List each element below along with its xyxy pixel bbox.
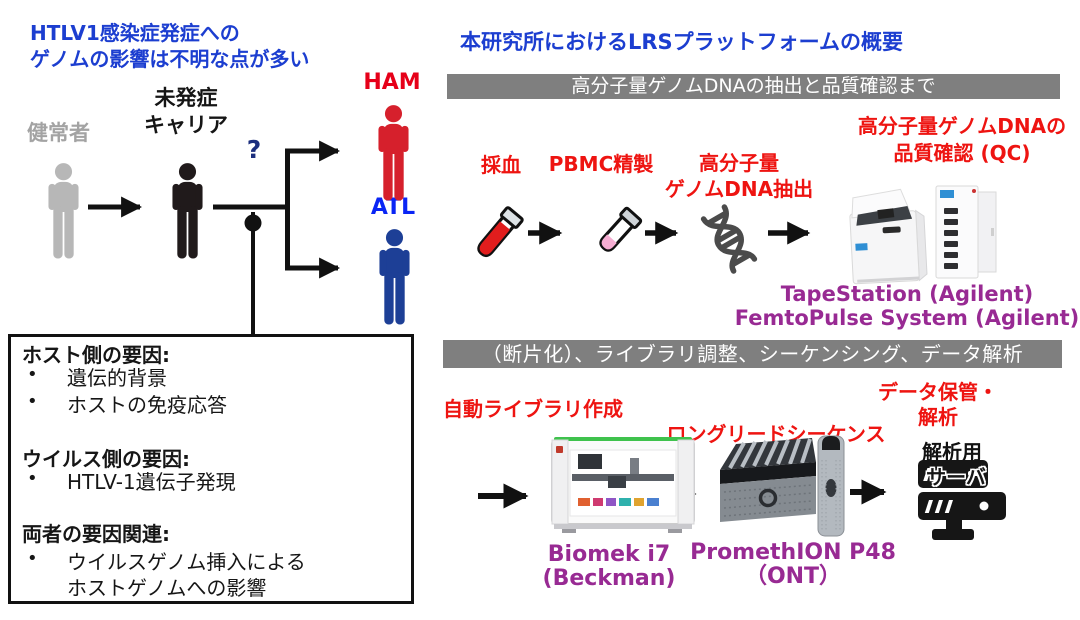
factor-viral-insertion-line2: ホストゲノムへの影響 — [67, 576, 267, 600]
branch-node-dot — [244, 214, 262, 232]
carrier-label-line2: キャリア — [144, 113, 228, 137]
factor-host-immune: ホストの免疫応答 — [67, 393, 227, 417]
carrier-label-line1: 未発症 — [154, 86, 218, 110]
dna-helix-icon — [700, 204, 758, 274]
right-panel-title: 本研究所におけるLRSプラットフォームの概要 — [460, 30, 904, 54]
factor-genetic-background: 遺伝的背景 — [67, 366, 167, 390]
factors-box: ホスト側の要因: • 遺伝的背景 • ホストの免疫応答 ウイルス側の要因: • … — [8, 334, 414, 604]
left-title-line1: HTLV1感染症発症への — [30, 21, 240, 45]
bullet-icon: • — [27, 468, 38, 489]
step-blood-label: 採血 — [481, 153, 521, 177]
pbmc-tube-icon — [599, 206, 643, 252]
promethion-label: PromethION P48 （ONT） — [690, 541, 896, 589]
tapestation-instrument-icon — [849, 188, 928, 285]
banner-library-sequencing: （断片化）、ライブラリ調整、シーケンシング、データ解析 — [443, 340, 1062, 368]
ham-label: HAM — [363, 70, 421, 95]
factor-viral-insertion-line1: ウイルスゲノム挿入による — [67, 550, 306, 574]
factors-heading-both: 両者の要因関連: — [22, 522, 170, 546]
step-extraction-line1: 高分子量 — [699, 151, 779, 175]
step-qc-label: 高分子量ゲノムDNAの 品質確認 (QC) — [858, 113, 1066, 167]
carrier-person-icon — [172, 163, 203, 259]
promethion-instrument-icon — [720, 435, 845, 537]
server-icon — [918, 460, 1006, 540]
carrier-label: 未発症 キャリア — [144, 85, 228, 139]
tapestation-label: TapeStation (Agilent) — [780, 282, 1034, 306]
left-title-line2: ゲノムの影響は不明な点が多い — [30, 47, 310, 71]
blood-tube-icon — [477, 206, 524, 257]
step-storage-line2: 解析 — [918, 405, 958, 429]
promethion-label-line2: （ONT） — [744, 564, 842, 589]
step-storage-line1: データ保管・ — [878, 380, 998, 404]
banner-extraction-qc: 高分子量ゲノムDNAの抽出と品質確認まで — [447, 74, 1060, 99]
step-storage-label: データ保管・ 解析 — [878, 380, 998, 430]
biomek-label-line2: (Beckman) — [542, 566, 676, 591]
factors-heading-virus: ウイルス側の要因: — [22, 447, 190, 471]
femtopulse-label: FemtoPulse System (Agilent) — [734, 306, 1080, 330]
step-qc-line2: 品質確認 (QC) — [893, 141, 1031, 165]
step-library-label: 自動ライブラリ作成 — [443, 397, 623, 421]
qc-instrument-names: TapeStation (Agilent) FemtoPulse System … — [735, 282, 1080, 330]
left-panel-title: HTLV1感染症発症への ゲノムの影響は不明な点が多い — [30, 20, 309, 72]
femtopulse-instrument-icon — [935, 185, 997, 279]
factor-htlv1-expression: HTLV-1遺伝子発現 — [67, 470, 236, 494]
biomek-label-line1: Biomek i7 — [547, 542, 671, 567]
biomek-label: Biomek i7 (Beckman) — [543, 543, 676, 591]
question-mark: ? — [246, 135, 262, 164]
promethion-label-line1: PromethION P48 — [690, 540, 896, 565]
atl-label: ATL — [370, 195, 416, 220]
ham-person-icon — [378, 105, 409, 201]
bullet-icon: • — [27, 548, 38, 569]
healthy-person-icon — [48, 163, 79, 259]
bullet-icon: • — [27, 364, 38, 385]
biomek-instrument-icon — [551, 437, 695, 533]
step-qc-line1: 高分子量ゲノムDNAの — [857, 114, 1067, 138]
healthy-person-label: 健常者 — [27, 121, 90, 145]
analysis-server-label-line2: サーバ — [926, 465, 986, 489]
step-extraction-line2: ゲノムDNA抽出 — [664, 177, 814, 201]
factors-heading-host: ホスト側の要因: — [22, 343, 170, 367]
atl-person-icon — [379, 229, 410, 325]
bullet-icon: • — [27, 391, 38, 412]
step-extraction-label: 高分子量 ゲノムDNA抽出 — [665, 150, 813, 202]
step-pbmc-label: PBMC精製 — [548, 152, 654, 176]
